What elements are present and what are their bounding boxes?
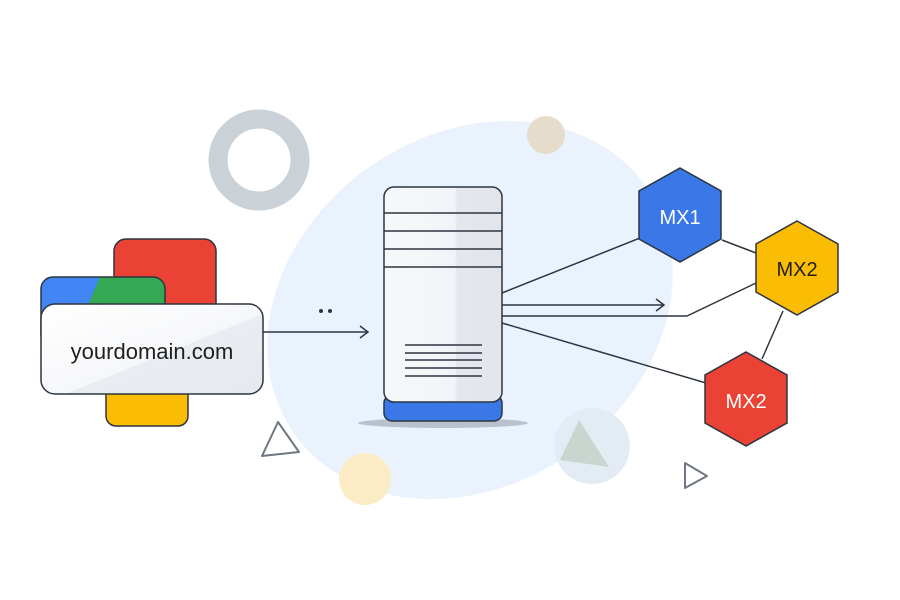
decorative-ring	[208, 109, 310, 211]
mx-node-1-label: MX1	[659, 207, 700, 229]
domain-label: yourdomain.com	[71, 339, 234, 364]
dot	[319, 309, 323, 313]
mx-node-2-label: MX2	[776, 259, 817, 281]
domain-card-stack: yourdomain.com	[40, 238, 264, 427]
dot	[328, 309, 332, 313]
decorative-triangle-outline	[261, 421, 300, 457]
routing-lines	[501, 237, 784, 384]
mx-node-3: MX2	[704, 351, 788, 447]
server-vent-lines	[405, 344, 482, 377]
card-to-server-arrowhead	[359, 325, 370, 339]
mail-server	[358, 186, 528, 428]
mx-node-2: MX2	[755, 220, 839, 316]
decorative-play-outline	[684, 462, 708, 489]
decorative-dot-yellow	[339, 453, 391, 505]
mx-node-3-label: MX2	[725, 391, 766, 413]
domain-card	[40, 303, 264, 395]
decorative-dot-tan	[527, 116, 565, 154]
decorative-triangle-filled	[560, 420, 609, 467]
mx-node-1: MX1	[638, 167, 722, 263]
